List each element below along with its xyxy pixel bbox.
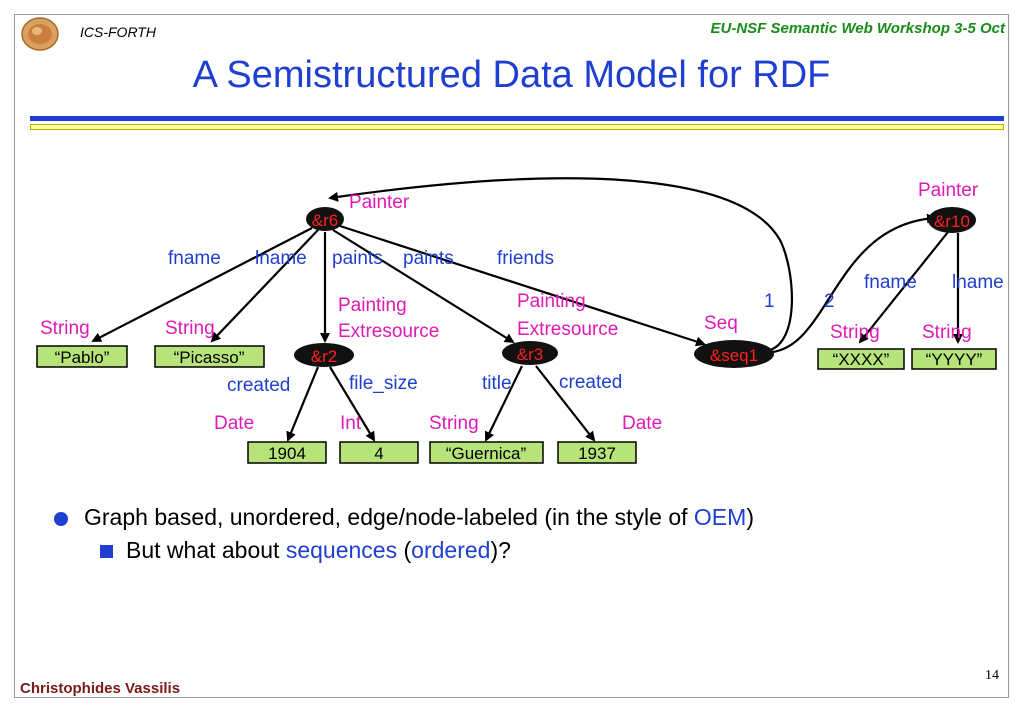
title-rule-blue: [30, 116, 1004, 121]
page-number: 14: [985, 668, 999, 683]
svg-text:“Pablo”: “Pablo”: [55, 348, 110, 367]
bullet-2-ordered: ordered: [411, 537, 491, 563]
svg-text:“XXXX”: “XXXX”: [833, 350, 890, 369]
svg-text:1937: 1937: [578, 444, 616, 463]
label-seq-1: 1: [764, 291, 775, 312]
value-xxxx: “XXXX”: [817, 348, 905, 370]
edge-fname: [91, 227, 313, 342]
org-name: ICS-FORTH: [80, 24, 156, 40]
label-paints-2: paints: [403, 248, 454, 269]
type-painting-2a: Painting: [517, 291, 586, 312]
edge-fname2: [858, 231, 949, 344]
edge-paints-r3: [332, 229, 515, 344]
node-r10: &r10: [928, 207, 976, 233]
graph-edges: [91, 177, 963, 442]
label-seq-2: 2: [824, 291, 835, 312]
edge-title: [485, 365, 523, 442]
type-string-2: String: [165, 318, 215, 339]
label-friends: friends: [497, 248, 554, 269]
label-title: title: [482, 373, 512, 394]
svg-text:&r3: &r3: [517, 345, 543, 364]
bullet-square-icon: [100, 545, 113, 558]
edge-seq-1: [328, 177, 793, 352]
bullet-2-text-a: But what about: [126, 537, 286, 563]
svg-text:&r10: &r10: [934, 212, 970, 231]
label-lname-2: lname: [952, 272, 1004, 293]
label-file-size: file_size: [349, 373, 418, 394]
svg-text:&r2: &r2: [311, 347, 337, 366]
type-painting-1b: Extresource: [338, 321, 439, 342]
type-painter-2: Painter: [918, 180, 979, 201]
type-date-1: Date: [214, 413, 254, 434]
slide-frame: [14, 14, 1009, 698]
bullet-2: But what about sequences (ordered)?: [54, 537, 754, 564]
svg-text:“Picasso”: “Picasso”: [174, 348, 245, 367]
bullet-dot-icon: [54, 512, 68, 526]
type-string-1: String: [40, 318, 90, 339]
edge-lname: [210, 229, 319, 343]
value-guernica: “Guernica”: [429, 441, 544, 464]
type-painting-2b: Extresource: [517, 319, 618, 340]
edge-created-r3: [535, 365, 596, 442]
edge-friends: [339, 224, 706, 347]
label-lname: lname: [255, 248, 307, 269]
node-r2: &r2: [294, 343, 354, 367]
slide-title: A Semistructured Data Model for RDF: [192, 54, 831, 96]
type-string-5: String: [922, 322, 972, 343]
svg-text:“YYYY”: “YYYY”: [926, 350, 983, 369]
svg-text:4: 4: [374, 444, 383, 463]
type-string-3: String: [429, 413, 479, 434]
svg-text:1904: 1904: [268, 444, 306, 463]
title-rule-yellow: [30, 124, 1004, 130]
bullet-1-text-b: ): [746, 504, 754, 530]
edge-created-r2: [286, 366, 320, 442]
value-pablo: “Pablo”: [36, 345, 128, 368]
type-seq: Seq: [704, 313, 738, 334]
type-painting-1a: Painting: [338, 295, 407, 316]
footer-author: Christophides Vassilis: [20, 680, 181, 697]
bullet-2-text-b: (: [397, 537, 412, 563]
value-1937: 1937: [557, 441, 637, 464]
value-4: 4: [339, 441, 419, 464]
label-paints-1: paints: [332, 248, 383, 269]
label-fname-2: fname: [864, 272, 917, 293]
value-picasso: “Picasso”: [154, 345, 265, 368]
event-name: EU-NSF Semantic Web Workshop 3-5 Oct: [710, 20, 1006, 37]
svg-text:&r6: &r6: [312, 211, 338, 230]
label-created-1: created: [227, 375, 290, 396]
node-r6: &r6: [306, 207, 344, 231]
type-date-2: Date: [622, 413, 662, 434]
edge-seq-2: [771, 213, 937, 354]
svg-text:&seq1: &seq1: [710, 346, 758, 365]
node-r3: &r3: [502, 341, 558, 365]
institution-logo: [21, 17, 59, 51]
type-int: Int: [340, 413, 362, 434]
type-string-4: String: [830, 322, 880, 343]
value-yyyy: “YYYY”: [911, 348, 997, 370]
type-painter-1: Painter: [349, 192, 410, 213]
bullet-1: Graph based, unordered, edge/node-labele…: [54, 504, 754, 531]
edge-filesize: [329, 366, 376, 442]
label-fname: fname: [168, 248, 221, 269]
bullet-2-text-c: )?: [490, 537, 511, 563]
svg-text:“Guernica”: “Guernica”: [446, 444, 527, 463]
bullet-1-oem: OEM: [693, 504, 747, 530]
bullet-1-text-a: Graph based, unordered, edge/node-labele…: [84, 504, 694, 530]
node-seq1: &seq1: [694, 340, 774, 368]
label-created-2: created: [559, 372, 622, 393]
bullet-list: Graph based, unordered, edge/node-labele…: [54, 504, 754, 564]
bullet-2-sequences: sequences: [285, 537, 398, 563]
value-1904: 1904: [247, 441, 327, 464]
